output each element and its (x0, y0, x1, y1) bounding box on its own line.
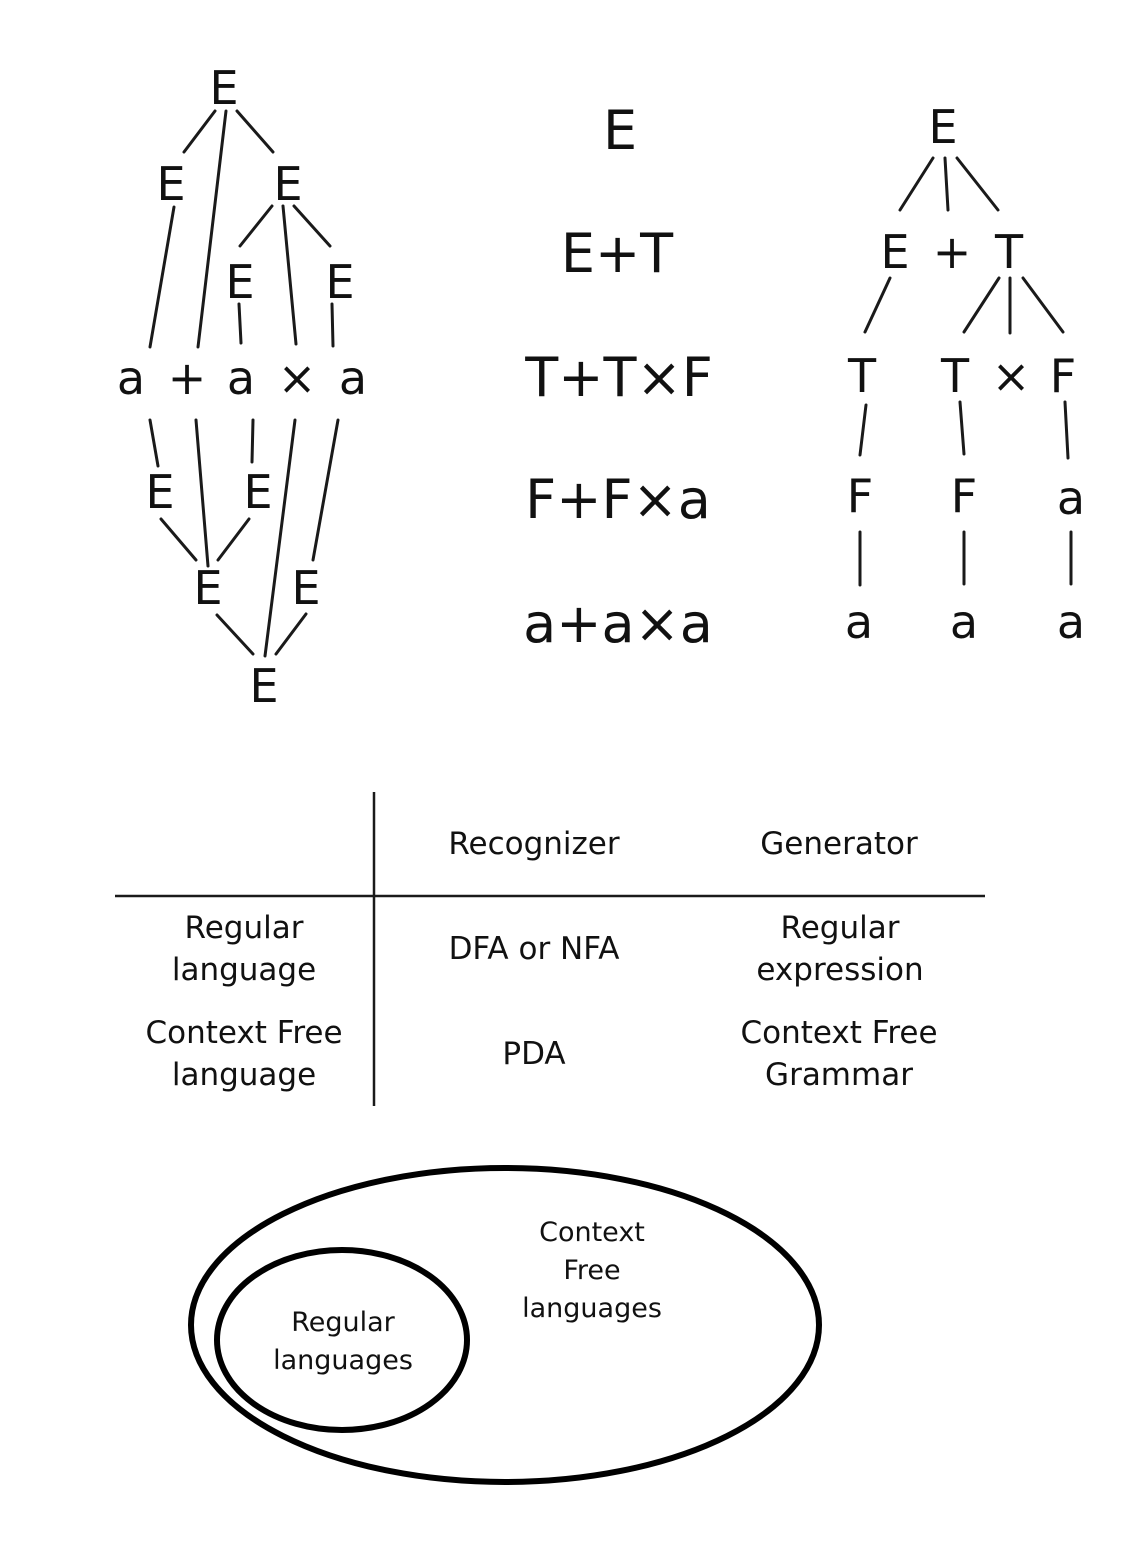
tree-node: T (940, 349, 970, 403)
tree-edge (863, 276, 892, 334)
tree-edge (235, 109, 275, 154)
terminal-symbol: × (277, 351, 317, 405)
tree-node: + (932, 225, 972, 279)
cell-line: Regular (184, 910, 304, 946)
ambiguous-tree-edges (148, 109, 340, 658)
table-header-generator: Generator (760, 823, 917, 865)
derivation-step: E+T (560, 222, 674, 285)
tree-edge (1063, 400, 1070, 460)
tree-edge (858, 403, 868, 457)
cell-line: language (171, 1057, 317, 1093)
derivation-step: a+a×a (523, 592, 713, 655)
tree-edge (237, 302, 243, 345)
header-text: Generator (760, 826, 918, 862)
tree-edge (274, 612, 308, 656)
regular-languages-label: Regular languages (273, 1304, 413, 1380)
tree-node: E (243, 465, 273, 519)
tree-edge (330, 302, 335, 348)
tree-edge (311, 418, 340, 562)
cell-line: language (171, 952, 317, 988)
tree-edge (292, 204, 332, 248)
tree-edge (194, 418, 210, 568)
tree-node: F (1049, 349, 1077, 403)
tree-node: E (193, 561, 223, 615)
tree-node: F (950, 469, 978, 523)
tree-edge (898, 156, 935, 212)
table-header-recognizer: Recognizer (448, 823, 619, 865)
derivation-step: E (602, 99, 638, 162)
tree-root-node: E (928, 100, 958, 154)
tree-edge (263, 418, 297, 658)
tree-edge (148, 205, 176, 349)
table-cell-generator: Regular expression (756, 907, 923, 991)
tree-edge (196, 109, 228, 349)
derivation-step: T+T×F (525, 346, 713, 409)
tree-edge (148, 418, 160, 468)
cell-line: DFA or NFA (448, 931, 620, 967)
tree-node: E (291, 561, 321, 615)
tree-node: E (249, 659, 279, 713)
tree-leaf: a (844, 595, 874, 649)
tree-edge (250, 418, 255, 464)
tree-edge (281, 204, 298, 346)
tree-node: E (325, 255, 355, 309)
header-text: Recognizer (448, 826, 620, 862)
tree-edge (159, 517, 198, 562)
tree-node: F (846, 469, 874, 523)
cell-line: Context Free (145, 1015, 343, 1051)
tree-node: E (209, 61, 239, 115)
tree-edge (943, 156, 950, 212)
tree-edge (962, 276, 1001, 334)
unambiguous-tree-edges (858, 156, 1073, 587)
tree-leaf: a (1056, 595, 1086, 649)
regular-languages-ellipse (214, 1247, 470, 1433)
table-cell-generator: Context Free Grammar (740, 1012, 937, 1096)
tree-node: T (994, 225, 1024, 279)
table-row-label: Regular language (172, 907, 316, 991)
cell-line: Grammar (765, 1057, 913, 1093)
terminal-symbol: + (167, 351, 207, 405)
table-cell-recognizer: DFA or NFA (449, 928, 620, 970)
terminal-symbol: a (116, 351, 146, 405)
tree-leaf: a (949, 595, 979, 649)
tree-edge (955, 156, 1000, 212)
table-row-label: Context Free language (145, 1012, 342, 1096)
tree-node: × (991, 349, 1031, 403)
tree-node: a (1056, 471, 1086, 525)
tree-node: E (156, 157, 186, 211)
context-free-languages-label: Context Free languages (522, 1214, 662, 1328)
label-line: languages (522, 1293, 662, 1324)
derivation-step: F+F×a (525, 468, 711, 531)
table-cell-recognizer: PDA (502, 1033, 565, 1075)
cell-line: expression (756, 952, 924, 988)
context-free-languages-ellipse (188, 1165, 822, 1485)
label-line: Regular (291, 1307, 395, 1338)
label-line: Context (539, 1217, 645, 1248)
label-line: Free (563, 1255, 621, 1286)
cell-line: Regular (780, 910, 900, 946)
tree-node: E (880, 225, 910, 279)
tree-edge (1021, 276, 1065, 334)
tree-node: T (847, 349, 877, 403)
tree-edge (958, 400, 966, 456)
tree-node: E (145, 465, 175, 519)
tree-edge (215, 613, 255, 656)
terminal-symbol: a (226, 351, 256, 405)
tree-edge (182, 109, 217, 154)
cell-line: PDA (502, 1036, 566, 1072)
label-line: languages (273, 1345, 413, 1376)
tree-edge (238, 204, 274, 248)
tree-node: E (225, 255, 255, 309)
tree-edge (216, 517, 251, 562)
tree-node: E (273, 157, 303, 211)
terminal-symbol: a (338, 351, 368, 405)
cell-line: Context Free (740, 1015, 938, 1051)
